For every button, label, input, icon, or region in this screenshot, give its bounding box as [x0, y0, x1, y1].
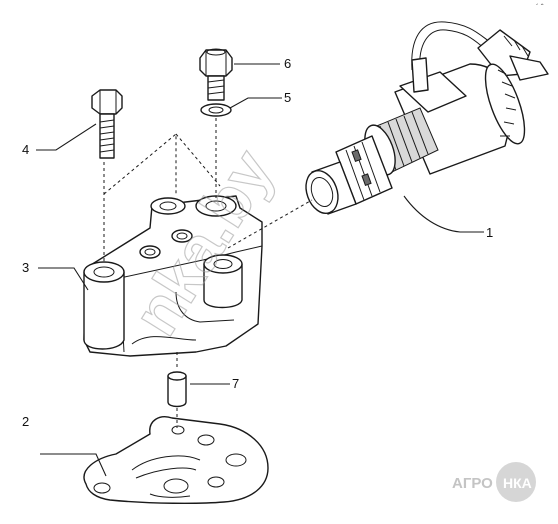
callout-6: 6 — [284, 56, 291, 71]
callout-7: 7 — [232, 376, 239, 391]
part-7-dowel-pin — [167, 371, 187, 408]
part-3-valve-body — [83, 195, 263, 357]
callout-1: 1 — [486, 225, 493, 240]
logo-circle-icon — [496, 462, 536, 502]
part-6-short-bolt — [199, 48, 233, 101]
assembly-alignment-lines — [103, 118, 313, 428]
part-1-solenoid-valve — [305, 21, 549, 215]
callout-4: 4 — [22, 142, 29, 157]
callout-5: 5 — [284, 90, 291, 105]
callout-3: 3 — [22, 260, 29, 275]
part-5-washer — [200, 103, 232, 117]
part-2-gasket — [83, 416, 269, 504]
callout-2: 2 — [22, 414, 29, 429]
agronka-logo: АГРО НКА — [452, 462, 536, 502]
logo-text-left: АГРО — [452, 475, 493, 492]
logo-text-right: НКА — [503, 475, 532, 491]
part-4-long-bolt — [91, 89, 123, 159]
callout-leader-lines — [36, 63, 484, 477]
corner-mark: ´ ˆ — [536, 3, 544, 12]
